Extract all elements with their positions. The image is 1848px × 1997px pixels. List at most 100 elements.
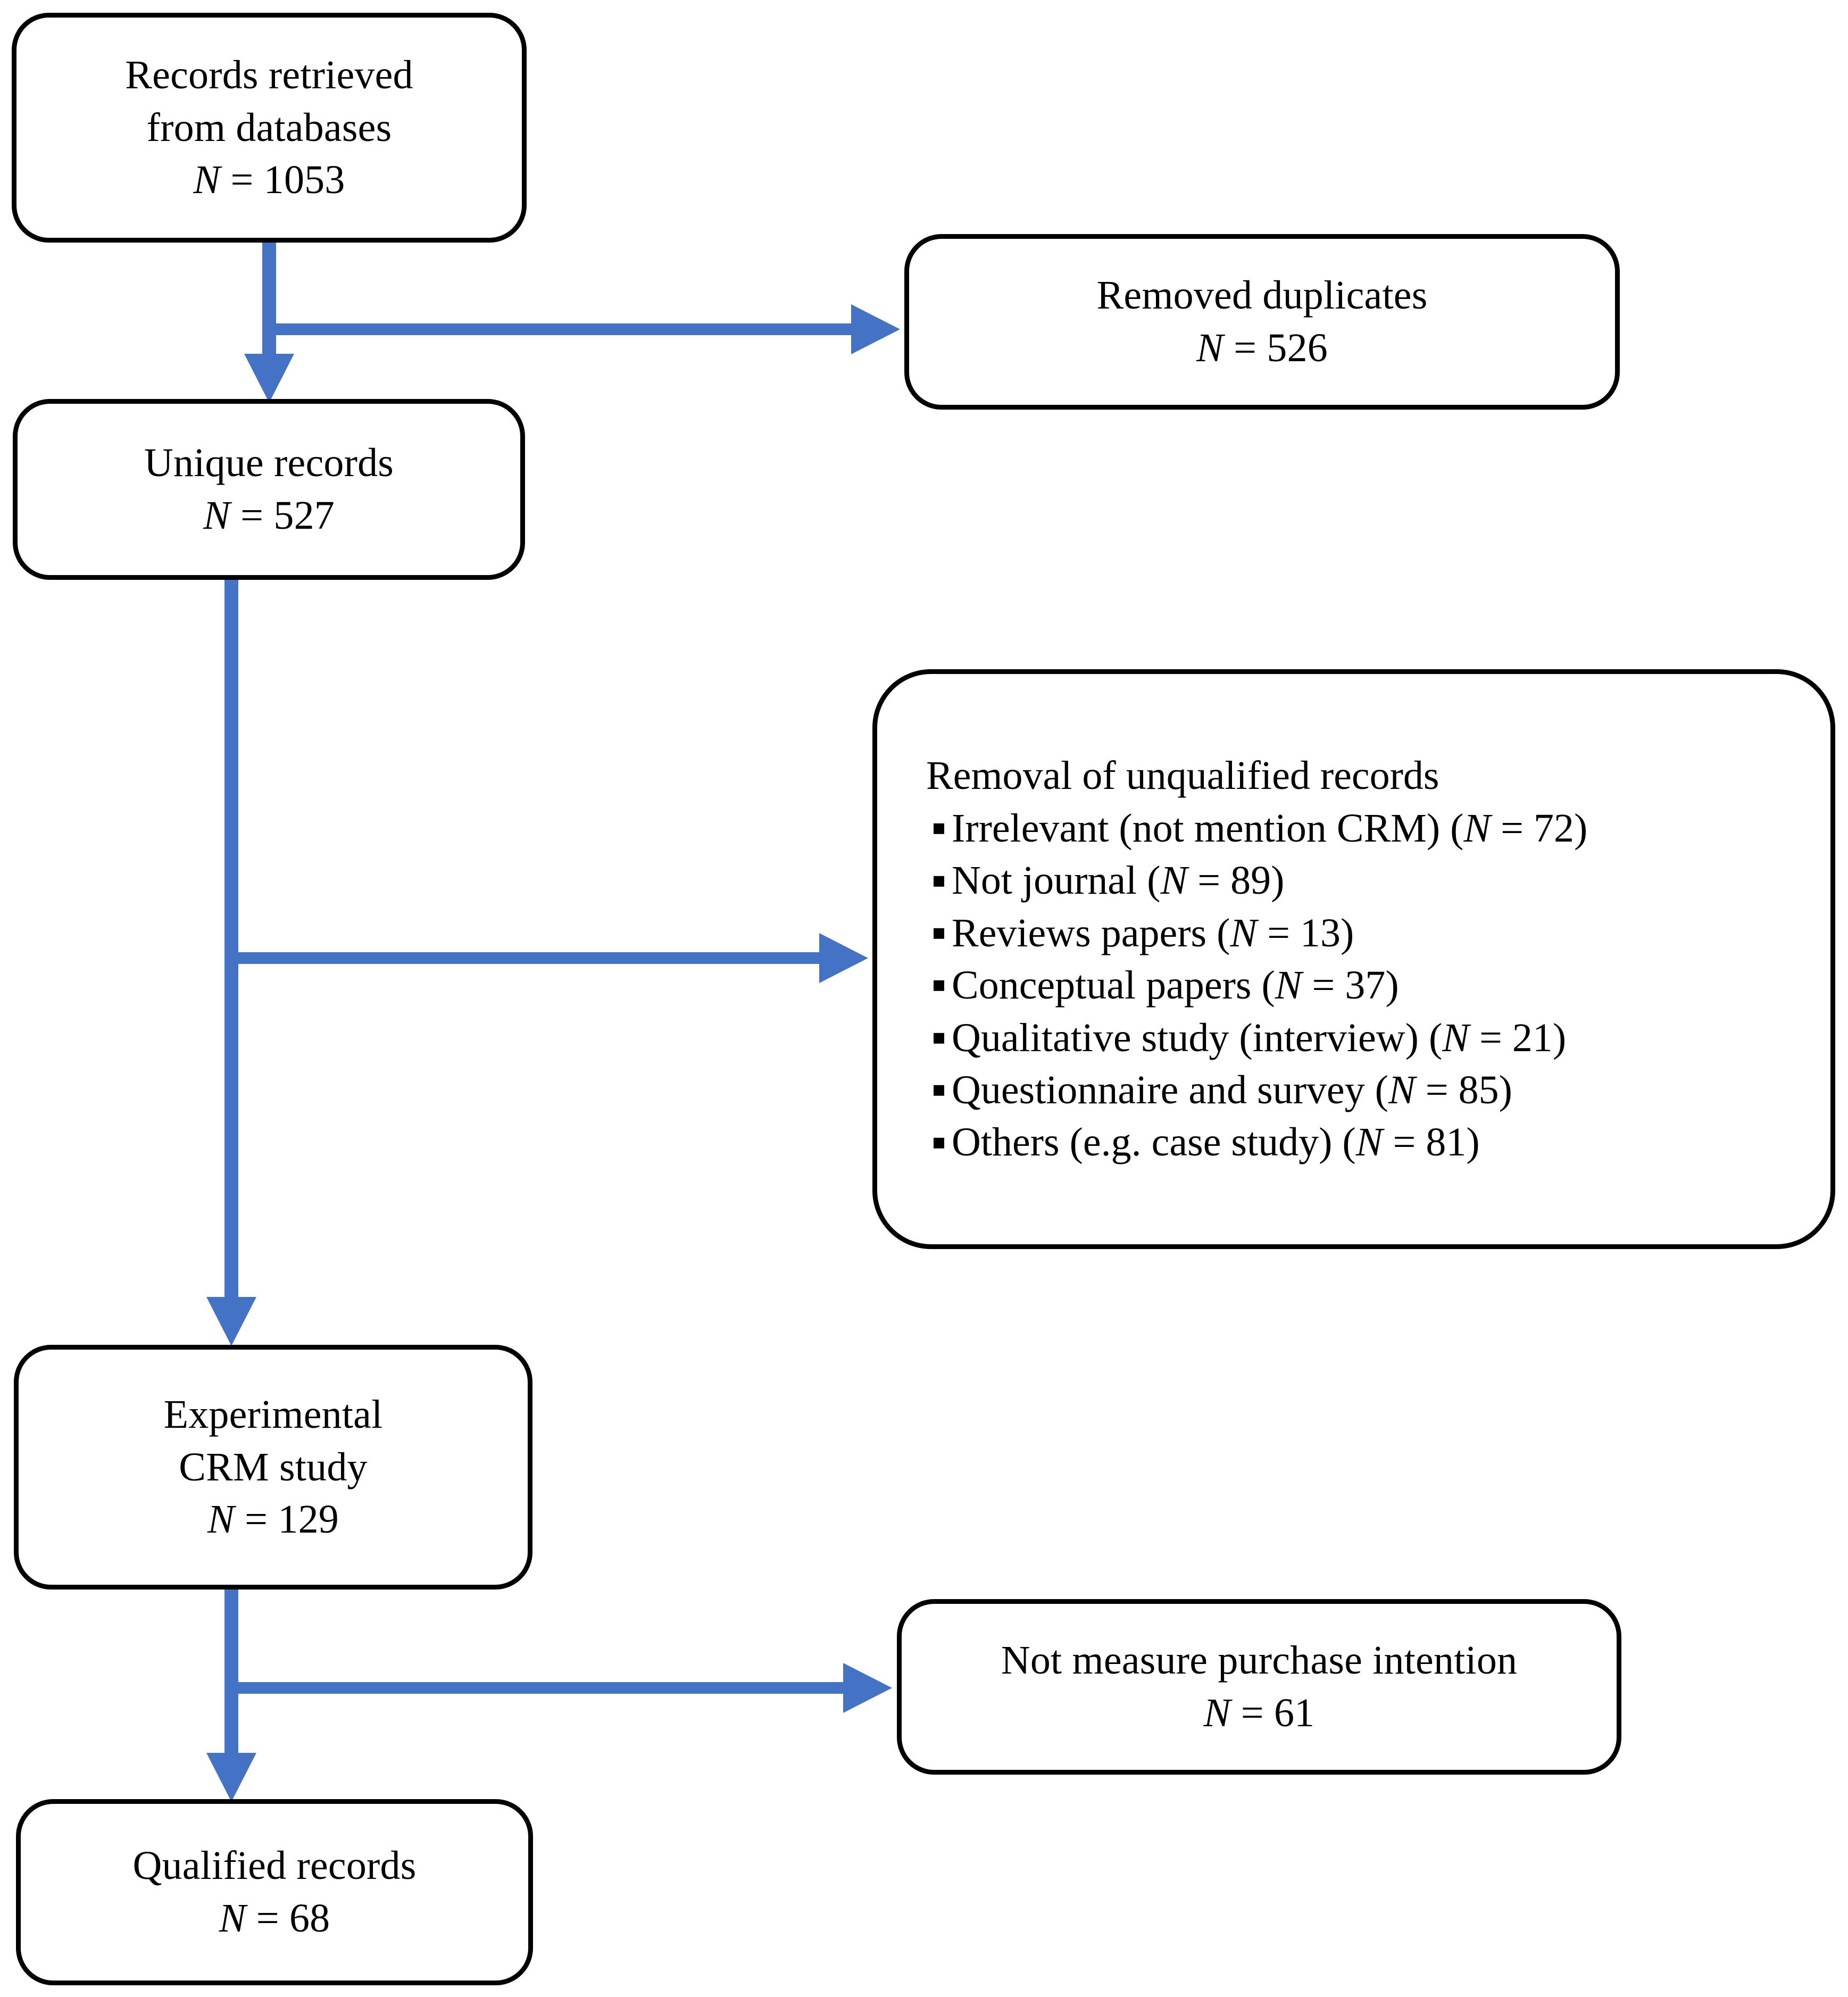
records-retrieved-n-symbol: N xyxy=(193,157,221,203)
unique-records-count: N = 527 xyxy=(203,489,335,542)
reason-n-symbol: N xyxy=(1160,858,1188,903)
box-experimental-crm-study: Experimental CRM study N = 129 xyxy=(14,1345,532,1590)
reason-n-eq: = xyxy=(1491,805,1534,851)
connector-experimental-to-qualified-line xyxy=(224,1588,238,1769)
removed-duplicates-count: N = 526 xyxy=(1196,322,1328,375)
qualified-records-n-eq: = xyxy=(246,1896,289,1941)
bullet-square-icon xyxy=(934,928,944,939)
connector-experimental-to-qualified-arrowhead xyxy=(206,1753,256,1802)
list-item: Not journal (N = 89) xyxy=(922,854,1587,906)
list-item: Others (e.g. case study) (N = 81) xyxy=(922,1116,1587,1168)
connector-retrieved-to-duplicates-line xyxy=(269,323,854,335)
reason-n-value: 72 xyxy=(1534,805,1575,851)
connector-retrieved-to-duplicates-arrowhead xyxy=(851,304,900,354)
removal-unqualified-heading: Removal of unqualified records xyxy=(926,753,1439,798)
connector-unique-to-experimental-line xyxy=(224,579,238,1313)
connector-unique-to-experimental-arrowhead xyxy=(206,1297,256,1346)
reason-n-value: 89 xyxy=(1230,858,1271,903)
list-item: Qualitative study (interview) (N = 21) xyxy=(922,1012,1587,1064)
not-measure-n-symbol: N xyxy=(1203,1691,1231,1735)
qualified-records-count: N = 68 xyxy=(219,1892,330,1945)
records-retrieved-line2: from databases xyxy=(146,105,392,150)
experimental-crm-n-symbol: N xyxy=(207,1497,235,1542)
reason-text: Others (e.g. case study) ( xyxy=(952,1120,1356,1165)
experimental-crm-n-value: 129 xyxy=(278,1497,339,1542)
bullet-square-icon xyxy=(934,1085,944,1096)
reason-n-eq: = xyxy=(1302,963,1345,1008)
reason-n-value: 37 xyxy=(1345,963,1386,1008)
box-removed-duplicates: Removed duplicates N = 526 xyxy=(904,234,1620,410)
qualified-records-n-symbol: N xyxy=(219,1896,246,1941)
not-measure-count: N = 61 xyxy=(1204,1687,1315,1740)
reason-n-eq: = xyxy=(1187,858,1231,903)
reason-text: Questionnaire and survey ( xyxy=(952,1068,1388,1112)
box-qualified-records: Qualified records N = 68 xyxy=(16,1799,533,1985)
removed-duplicates-n-eq: = xyxy=(1223,326,1267,370)
list-item: Irrelevant (not mention CRM) (N = 72) xyxy=(922,802,1587,854)
reason-close-paren: ) xyxy=(1385,963,1399,1008)
records-retrieved-n-value: 1053 xyxy=(263,157,345,203)
removal-unqualified-reason-list: Irrelevant (not mention CRM) (N = 72) No… xyxy=(922,802,1587,1169)
experimental-crm-n-eq: = xyxy=(234,1497,278,1542)
list-item: Reviews papers (N = 13) xyxy=(922,907,1587,959)
qualified-records-n-value: 68 xyxy=(289,1896,330,1941)
records-retrieved-line1: Records retrieved xyxy=(125,52,413,97)
connector-experimental-to-not-measure-arrowhead xyxy=(843,1663,892,1713)
removed-duplicates-line1: Removed duplicates xyxy=(1096,273,1428,318)
bullet-square-icon xyxy=(934,980,944,992)
bullet-square-icon xyxy=(934,876,944,887)
reason-text: Irrelevant (not mention CRM) ( xyxy=(952,805,1464,851)
records-retrieved-count: N = 1053 xyxy=(193,154,345,206)
reason-close-paren: ) xyxy=(1271,858,1285,903)
reason-close-paren: ) xyxy=(1466,1120,1480,1165)
experimental-crm-line2: CRM study xyxy=(179,1444,368,1490)
reason-text: Not journal ( xyxy=(952,858,1161,903)
experimental-crm-line1: Experimental xyxy=(163,1392,383,1437)
unique-records-n-eq: = xyxy=(230,493,274,538)
reason-text: Reviews papers ( xyxy=(952,910,1230,955)
not-measure-n-eq: = xyxy=(1230,1691,1274,1735)
reason-close-paren: ) xyxy=(1552,1015,1567,1060)
unique-records-n-value: 527 xyxy=(273,493,335,538)
box-not-measure-purchase-intention: Not measure purchase intention N = 61 xyxy=(897,1599,1621,1775)
reason-n-symbol: N xyxy=(1388,1068,1416,1112)
unique-records-n-symbol: N xyxy=(203,493,230,538)
reason-n-eq: = xyxy=(1257,910,1300,955)
bullet-square-icon xyxy=(934,1033,944,1044)
not-measure-n-value: 61 xyxy=(1273,1691,1315,1735)
reason-text: Qualitative study (interview) ( xyxy=(952,1015,1443,1060)
unique-records-line1: Unique records xyxy=(144,440,394,486)
box-records-retrieved: Records retrieved from databases N = 105… xyxy=(12,13,527,243)
connector-unique-to-removal-arrowhead xyxy=(819,933,868,983)
experimental-crm-count: N = 129 xyxy=(207,1493,339,1546)
reason-n-symbol: N xyxy=(1230,910,1258,955)
bullet-square-icon xyxy=(934,1137,944,1149)
not-measure-line1: Not measure purchase intention xyxy=(1001,1638,1518,1683)
reason-n-value: 81 xyxy=(1426,1120,1467,1165)
connector-retrieved-to-unique-arrowhead xyxy=(244,354,294,403)
reason-text: Conceptual papers ( xyxy=(952,963,1275,1008)
reason-close-paren: ) xyxy=(1499,1068,1512,1112)
reason-n-value: 85 xyxy=(1458,1068,1499,1112)
reason-close-paren: ) xyxy=(1340,910,1354,955)
box-unique-records: Unique records N = 527 xyxy=(13,399,525,580)
reason-n-eq: = xyxy=(1415,1068,1459,1112)
reason-n-value: 13 xyxy=(1300,910,1341,955)
reason-n-symbol: N xyxy=(1275,963,1302,1008)
connector-experimental-to-not-measure-line xyxy=(231,1682,845,1694)
list-item: Questionnaire and survey (N = 85) xyxy=(922,1064,1587,1116)
records-retrieved-n-eq: = xyxy=(220,157,264,203)
box-removal-unqualified-records: Removal of unqualified records Irrelevan… xyxy=(872,669,1835,1249)
qualified-records-line1: Qualified records xyxy=(132,1843,417,1888)
removed-duplicates-n-value: 526 xyxy=(1267,326,1328,370)
connector-unique-to-removal-line xyxy=(231,952,821,964)
list-item: Conceptual papers (N = 37) xyxy=(922,959,1587,1011)
reason-n-symbol: N xyxy=(1463,805,1491,851)
reason-n-eq: = xyxy=(1383,1120,1426,1165)
reason-n-value: 21 xyxy=(1512,1015,1553,1060)
connector-retrieved-to-unique-line xyxy=(262,240,276,373)
reason-n-eq: = xyxy=(1469,1015,1512,1060)
bullet-square-icon xyxy=(934,823,944,834)
reason-close-paren: ) xyxy=(1574,805,1588,851)
